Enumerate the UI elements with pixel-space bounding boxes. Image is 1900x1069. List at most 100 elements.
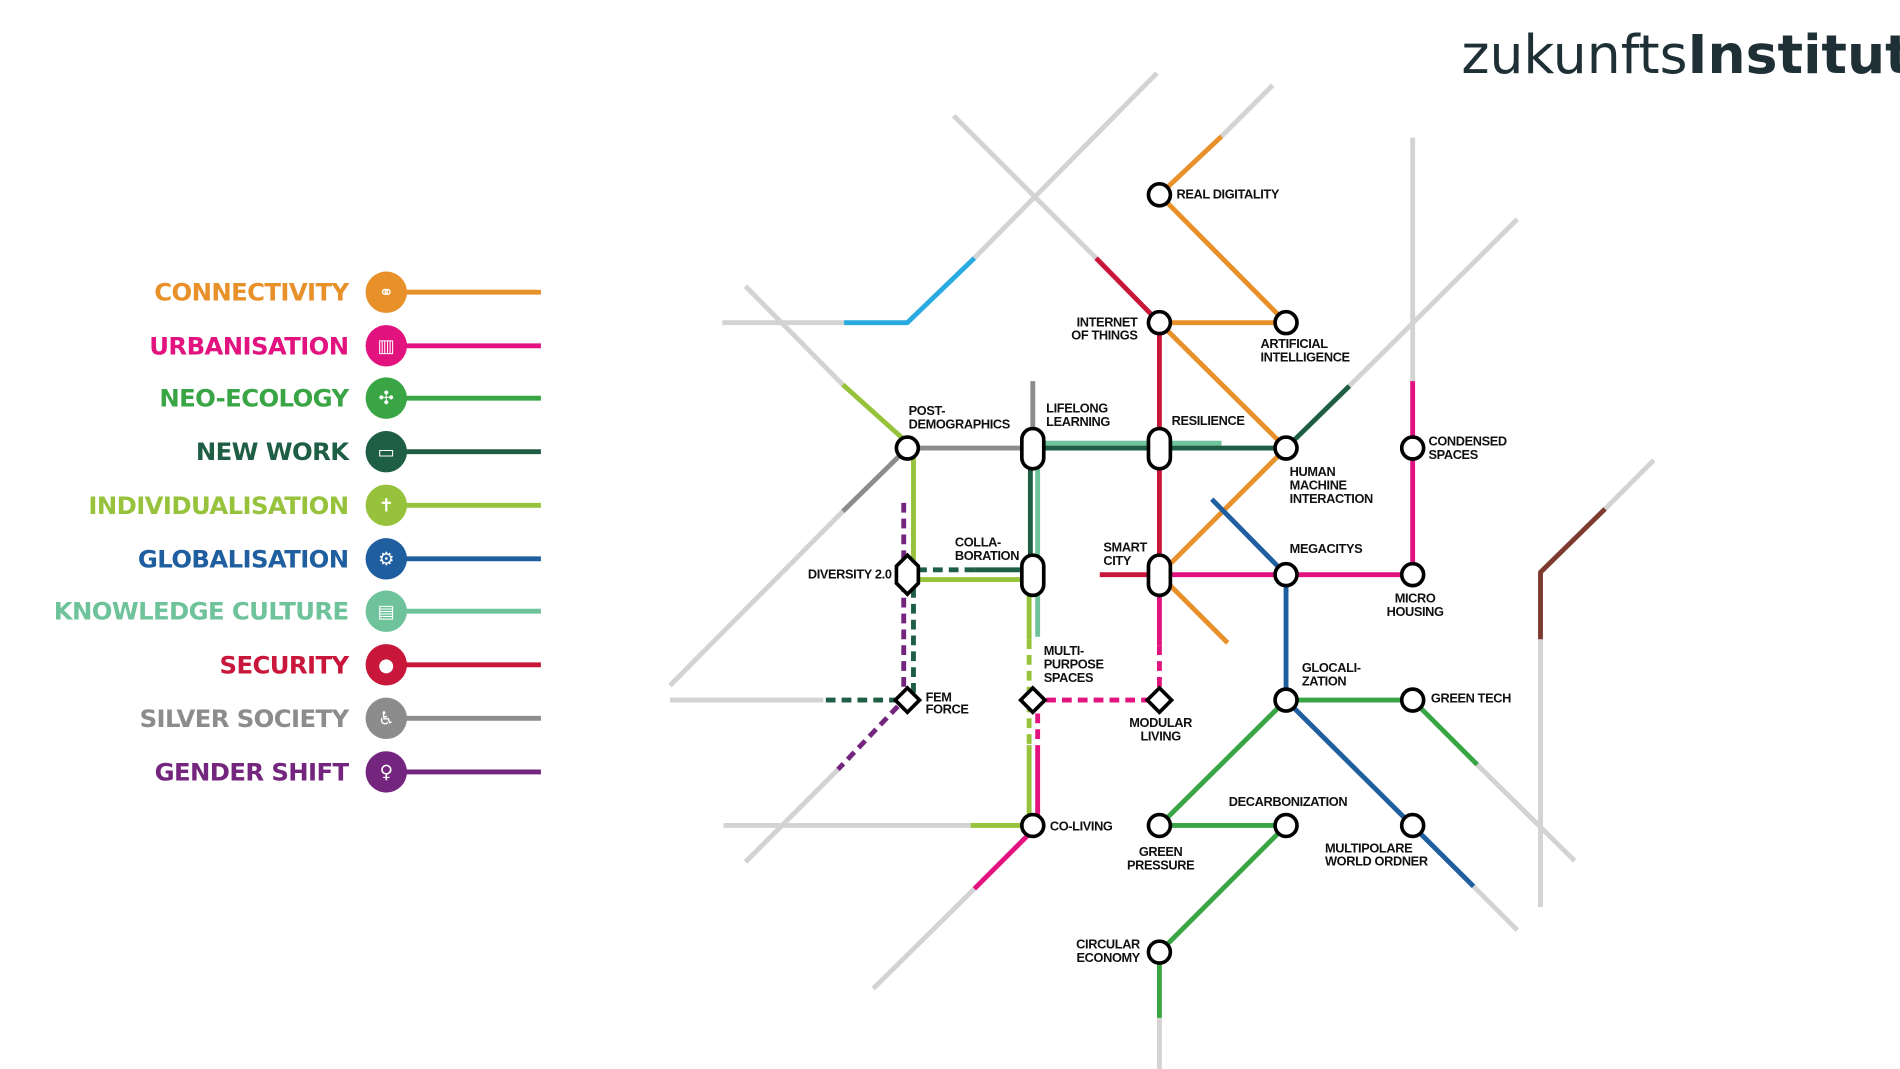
station-multipurpose-spaces[interactable] — [1018, 685, 1048, 715]
label-decarbonization: DECARBONIZATION — [1229, 794, 1348, 809]
blue-line — [844, 256, 977, 326]
legend-label: INDIVIDUALISATION — [88, 491, 348, 520]
background-lines — [668, 71, 1656, 1069]
legend-label: KNOWLEDGE CULTURE — [54, 597, 349, 626]
legend: ⚭ CONNECTIVITY ▥ URBANISATION ✣ NEO-ECOLOGY ▭ N… — [54, 271, 541, 793]
label-real-digitality: REAL DIGITALITY — [1176, 186, 1279, 201]
stations — [892, 182, 1426, 965]
station-glocalization[interactable] — [1273, 687, 1299, 713]
station-artificial-intelligence[interactable] — [1273, 309, 1299, 336]
station-green-pressure[interactable] — [1146, 812, 1173, 839]
legend-label: NEO-ECOLOGY — [159, 384, 349, 413]
station-micro-housing[interactable] — [1399, 561, 1426, 588]
label-megacitys: MEGACITYS — [1290, 541, 1363, 556]
station-post-demographics[interactable] — [894, 435, 921, 461]
station-modular-living[interactable] — [1144, 685, 1175, 715]
laptop-icon: ▭ — [378, 442, 395, 463]
legend-item-individualisation: ✝ INDIVIDUALISATION — [88, 484, 541, 526]
label-glocalization: GLOCALI-ZATION — [1302, 660, 1361, 688]
station-decarbonization[interactable] — [1273, 812, 1299, 839]
logo: zukunftsInstitut — [1461, 23, 1900, 86]
legend-item-new-work: ▭ NEW WORK — [196, 431, 541, 473]
network-icon: ⚭ — [379, 282, 394, 303]
station-resilience[interactable] — [1146, 426, 1173, 471]
building-icon: ▥ — [378, 336, 395, 357]
label-post-demographics: POST-DEMOGRAPHICS — [909, 403, 1011, 431]
silver-society-line — [841, 381, 1036, 514]
book-icon: ▤ — [378, 601, 395, 622]
new-work-dashed-line — [823, 567, 975, 703]
legend-badge — [365, 590, 407, 632]
legend-item-knowledge-culture: ▤ KNOWLEDGE CULTURE — [54, 590, 541, 632]
station-fem-force[interactable] — [892, 685, 923, 715]
station-diversity[interactable] — [894, 552, 921, 597]
legend-label: NEW WORK — [196, 437, 350, 466]
station-circular-economy[interactable] — [1146, 939, 1173, 965]
legend-badge — [365, 431, 407, 473]
legend-badge — [365, 325, 407, 367]
legend-item-connectivity: ⚭ CONNECTIVITY — [154, 271, 541, 313]
label-co-living: CO-LIVING — [1050, 818, 1113, 833]
legend-item-silver-society: ♿ SILVER SOCIETY — [140, 697, 541, 740]
globalisation-line — [1210, 497, 1476, 889]
brown-line — [1538, 507, 1607, 640]
gender-shift-line — [836, 502, 907, 772]
neo-ecology-line — [1156, 697, 1479, 1018]
wind-turbine-icon: ✣ — [379, 388, 394, 409]
person-icon: ♀ — [380, 762, 393, 783]
legend-item-security: ● SECURITY — [220, 644, 541, 686]
legend-label: GENDER SHIFT — [155, 757, 350, 786]
trend-lines — [823, 134, 1607, 1018]
legend-label: SILVER SOCIETY — [140, 704, 350, 733]
legend-item-urbanisation: ▥ URBANISATION — [149, 325, 541, 367]
elderly-person-icon: ♿ — [378, 708, 394, 729]
legend-item-neo-ecology: ✣ NEO-ECOLOGY — [159, 377, 541, 419]
globe-gears-icon: ⚙ — [378, 549, 394, 570]
legend-label: GLOBALISATION — [138, 544, 349, 573]
legend-label: CONNECTIVITY — [154, 278, 349, 307]
legend-badge — [365, 751, 407, 793]
station-internet-of-things[interactable] — [1146, 309, 1173, 336]
station-co-living[interactable] — [1020, 812, 1046, 839]
urbanisation-dashed-line — [1035, 645, 1162, 746]
legend-badge — [365, 697, 407, 740]
station-smart-city[interactable] — [1146, 553, 1173, 598]
station-human-machine-interaction[interactable] — [1273, 435, 1299, 461]
connectivity-line — [1156, 134, 1289, 645]
station-real-digitality[interactable] — [1146, 182, 1173, 208]
keyhole-icon: ● — [378, 655, 394, 676]
legend-badge — [365, 271, 407, 313]
label-resilience: RESILIENCE — [1172, 413, 1246, 428]
station-green-tech[interactable] — [1399, 687, 1426, 713]
legend-badge — [365, 377, 407, 419]
station-multipolare-world-order[interactable] — [1399, 812, 1426, 839]
station-collaboration[interactable] — [1020, 553, 1046, 598]
legend-badge — [365, 644, 407, 686]
legend-badge — [365, 538, 407, 580]
legend-label: URBANISATION — [149, 331, 348, 360]
tightrope-person-icon: ✝ — [379, 495, 394, 516]
label-collaboration: COLLA-BORATION — [955, 535, 1019, 563]
legend-item-globalisation: ⚙ GLOBALISATION — [138, 538, 541, 580]
station-lifelong-learning[interactable] — [1020, 426, 1046, 471]
station-megacitys[interactable] — [1273, 561, 1299, 588]
label-diversity: DIVERSITY 2.0 — [808, 566, 892, 581]
individualisation-line-lower — [970, 745, 1032, 828]
legend-item-gender-shift: ♀ GENDER SHIFT — [155, 751, 541, 793]
station-condensed-spaces[interactable] — [1399, 435, 1426, 461]
legend-label: SECURITY — [220, 650, 350, 679]
